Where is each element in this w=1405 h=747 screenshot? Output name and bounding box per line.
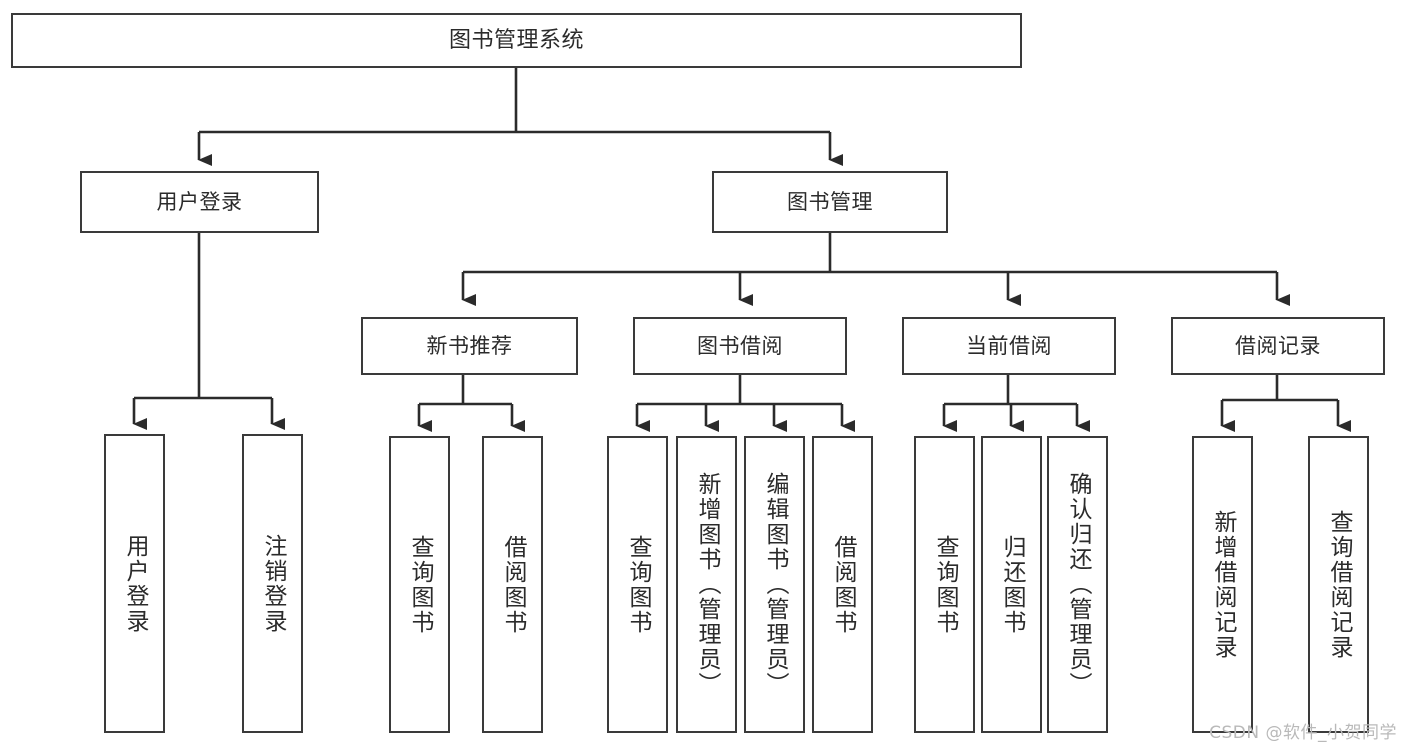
node-label: 确认归还（管理员） bbox=[1065, 472, 1091, 697]
node-root-book-management-system[interactable]: 图书管理系统 bbox=[11, 13, 1022, 68]
node-label: 借阅图书 bbox=[500, 534, 526, 635]
node-label: 查询图书 bbox=[625, 534, 651, 635]
leaf-user-login[interactable]: 用户登录 bbox=[104, 434, 165, 733]
node-label: 查询借阅记录 bbox=[1326, 509, 1352, 660]
node-label: 编辑图书（管理员） bbox=[762, 472, 788, 697]
node-book-management[interactable]: 图书管理 bbox=[712, 171, 948, 233]
node-label: 新书推荐 bbox=[426, 333, 513, 358]
leaf-query-book-current[interactable]: 查询图书 bbox=[914, 436, 975, 733]
node-label: 借阅记录 bbox=[1235, 333, 1321, 358]
leaf-query-book-borrowing[interactable]: 查询图书 bbox=[607, 436, 668, 733]
node-current-borrowing[interactable]: 当前借阅 bbox=[902, 317, 1116, 375]
csdn-watermark: CSDN @软件_小贺同学 bbox=[1209, 723, 1397, 743]
node-new-book-recommendation[interactable]: 新书推荐 bbox=[361, 317, 578, 375]
leaf-borrow-book-recommendation[interactable]: 借阅图书 bbox=[482, 436, 543, 733]
node-book-borrowing[interactable]: 图书借阅 bbox=[633, 317, 847, 375]
leaf-add-borrow-record[interactable]: 新增借阅记录 bbox=[1192, 436, 1253, 733]
node-label: 图书借阅 bbox=[697, 333, 783, 358]
node-label: 图书管理 bbox=[787, 189, 873, 214]
leaf-add-book-admin[interactable]: 新增图书（管理员） bbox=[676, 436, 737, 733]
node-label: 注销登录 bbox=[260, 533, 286, 634]
node-label: 新增图书（管理员） bbox=[694, 472, 720, 697]
node-label: 图书管理系统 bbox=[448, 27, 584, 53]
leaf-query-borrow-record[interactable]: 查询借阅记录 bbox=[1308, 436, 1369, 733]
node-label: 借阅图书 bbox=[830, 534, 856, 635]
node-label: 查询图书 bbox=[407, 534, 433, 635]
node-label: 用户登录 bbox=[156, 189, 243, 214]
leaf-user-logout[interactable]: 注销登录 bbox=[242, 434, 303, 733]
node-label: 查询图书 bbox=[932, 534, 958, 635]
node-label: 当前借阅 bbox=[966, 333, 1052, 358]
node-label: 新增借阅记录 bbox=[1210, 509, 1236, 660]
leaf-edit-book-admin[interactable]: 编辑图书（管理员） bbox=[744, 436, 805, 733]
leaf-borrow-book[interactable]: 借阅图书 bbox=[812, 436, 873, 733]
leaf-return-book[interactable]: 归还图书 bbox=[981, 436, 1042, 733]
node-borrow-records[interactable]: 借阅记录 bbox=[1171, 317, 1385, 375]
node-user-login[interactable]: 用户登录 bbox=[80, 171, 319, 233]
node-label: 用户登录 bbox=[122, 533, 148, 634]
leaf-query-book-recommendation[interactable]: 查询图书 bbox=[389, 436, 450, 733]
leaf-confirm-return-admin[interactable]: 确认归还（管理员） bbox=[1047, 436, 1108, 733]
node-label: 归还图书 bbox=[999, 534, 1025, 635]
